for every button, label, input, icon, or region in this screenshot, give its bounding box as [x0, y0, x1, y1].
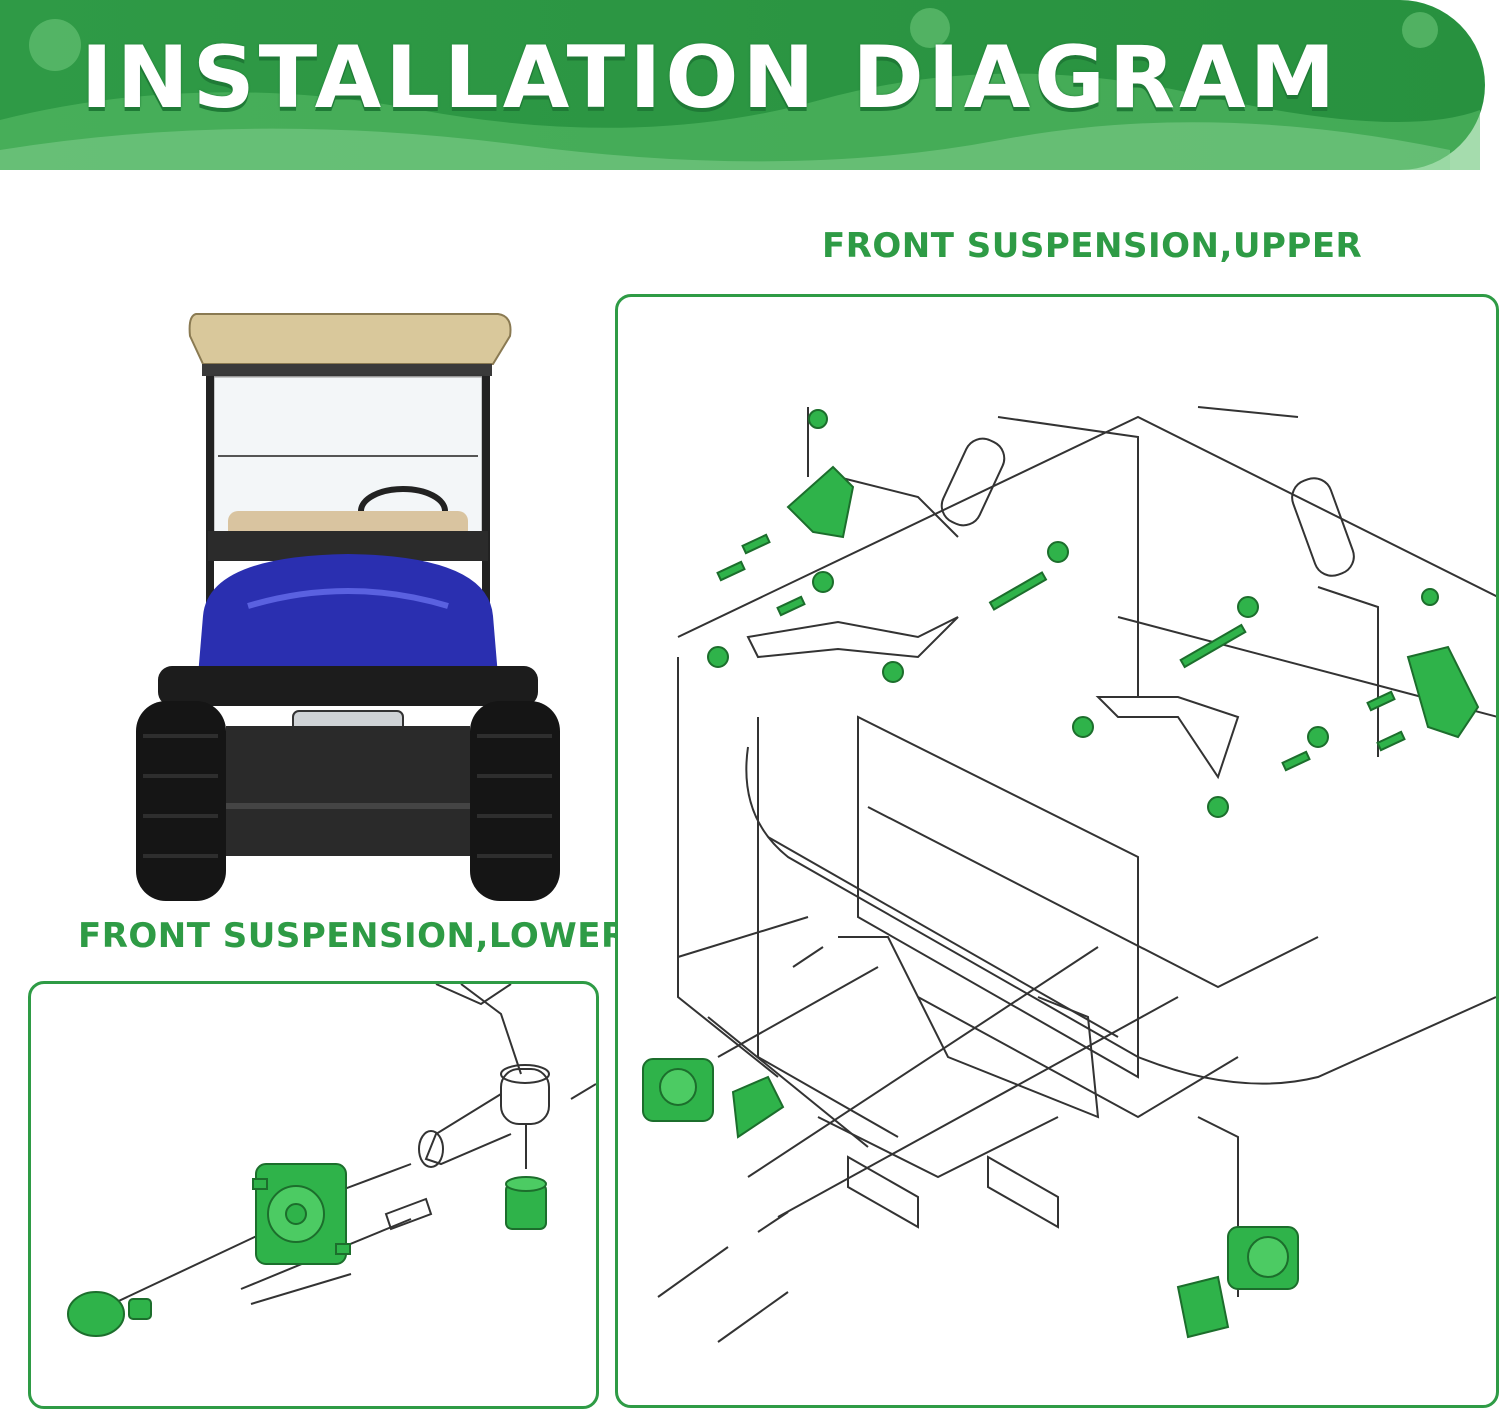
upper-exploded-view	[642, 406, 1496, 1343]
front-suspension-lower-diagram	[28, 981, 599, 1409]
front-suspension-lower-label: FRONT SUSPENSION,LOWER	[78, 916, 628, 956]
page-title: INSTALLATION DIAGRAM	[80, 28, 1340, 128]
lower-exploded-view	[67, 984, 596, 1337]
banner-background	[0, 0, 1485, 170]
header-banner: INSTALLATION DIAGRAM	[0, 0, 1500, 175]
golf-cart-photo	[118, 306, 578, 906]
front-suspension-upper-label: FRONT SUSPENSION,UPPER	[822, 226, 1363, 266]
front-suspension-upper-diagram	[615, 294, 1499, 1408]
